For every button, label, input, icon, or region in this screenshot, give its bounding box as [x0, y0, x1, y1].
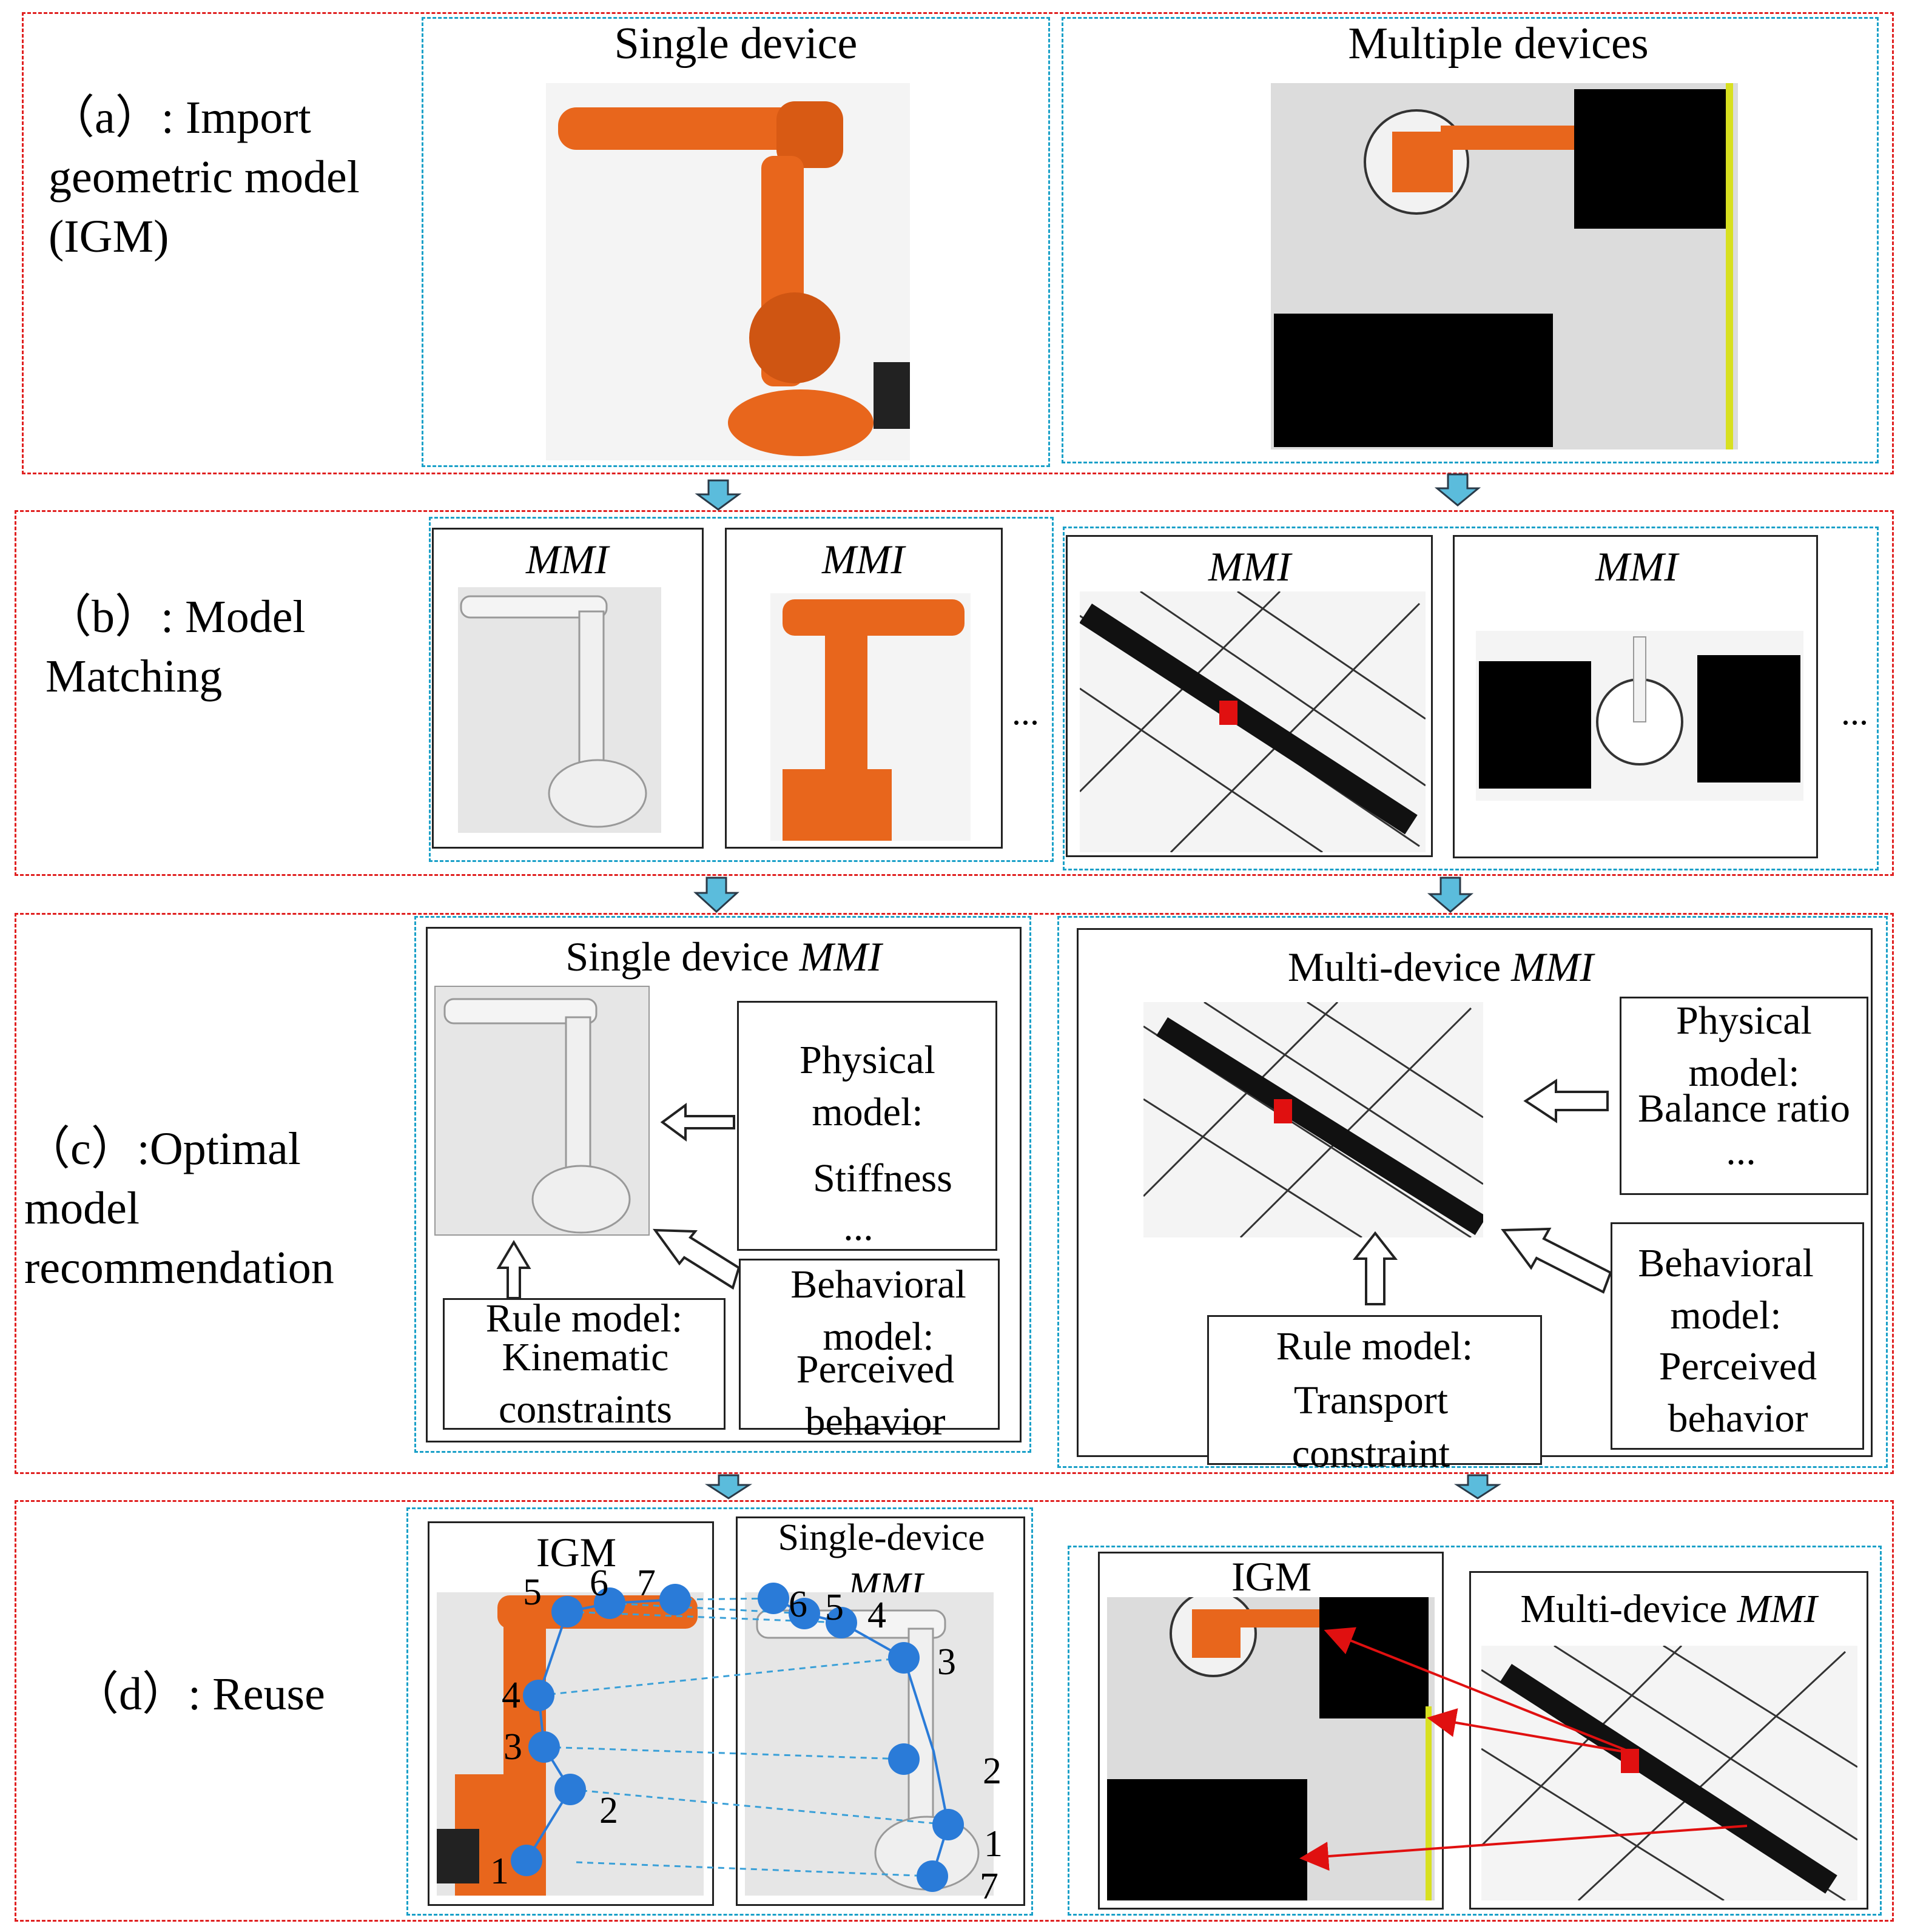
multi-behavioral-model-box [1611, 1222, 1864, 1450]
multi-mmi-conveyor-image [1143, 1002, 1483, 1237]
mmi-label: MMI [526, 536, 608, 582]
multi-physical-model-box [1620, 997, 1868, 1195]
multi-physical-model-ellipsis: ... [1726, 1129, 1756, 1173]
joint-number-left-3: 3 [503, 1726, 522, 1768]
single-rule-model-value: Kinematic constraints [499, 1335, 672, 1432]
row-c-label: （c）:Optimal model recommendation [24, 1123, 334, 1293]
single-physical-model-box [737, 1001, 997, 1251]
joint-number-right-3: 3 [937, 1641, 956, 1683]
row-a-multi-device-title: Multiple devices [1348, 19, 1649, 69]
joint-number-right-6: 6 [789, 1584, 807, 1625]
single-igm-label: IGM [536, 1529, 617, 1575]
joint-number-right-1: 1 [984, 1823, 1003, 1865]
row-c-frame [15, 913, 1894, 1474]
row-b-multi-frame [1063, 527, 1879, 870]
joint-number-left-1: 1 [490, 1851, 509, 1892]
row-a-single-device-frame [422, 17, 1050, 467]
multi-device-mmi-reuse-label-plain: Multi-device [1520, 1587, 1737, 1631]
mmi-candidate-2: MMI [725, 528, 1003, 849]
multi-behavioral-model-label: Behavioral model: [1638, 1241, 1814, 1338]
single-behavioral-model-label: Behavioral model: [790, 1262, 966, 1359]
joint-number-left-2: 2 [599, 1790, 618, 1831]
mmi-candidate-1: MMI [432, 528, 704, 849]
single-behavioral-model-box [739, 1259, 1000, 1430]
mmi-white-robot-image [458, 587, 661, 833]
row-a-multi-device-frame [1062, 17, 1879, 463]
single-device-mmi-title: Single device MMI [426, 933, 1022, 981]
multi-physical-model-label: Physical model: [1676, 998, 1812, 1095]
row-a-label: （a）: Import geometric model (IGM) [49, 92, 360, 262]
multi-device-mmi-title-plain: Multi-device [1287, 944, 1512, 990]
multi-igm-label: IGM [1231, 1553, 1312, 1600]
joint-number-left-4: 4 [502, 1675, 520, 1716]
mmi-candidate-3: MMI [1066, 535, 1433, 857]
single-igm-robot-image [437, 1592, 704, 1896]
joint-number-right-4: 4 [867, 1595, 886, 1636]
mmi-side-by-side-layout-image [1476, 631, 1803, 801]
mmi-candidate-4: MMI [1453, 535, 1818, 858]
row-a-frame [22, 12, 1894, 474]
joint-number-left-5: 5 [523, 1572, 542, 1613]
single-physical-model-label: Physical model: [800, 1038, 935, 1134]
mmi-orange-robot-image [770, 593, 971, 841]
row-b-multi-ellipsis: ... [1841, 692, 1868, 732]
single-rule-model-label: Rule model: [485, 1296, 683, 1341]
single-mmi-robot-image [434, 986, 650, 1236]
single-device-mmi-title-italic: MMI [799, 934, 882, 980]
row-b-label: （b）: Model Matching [45, 591, 306, 702]
mmi-label: MMI [1208, 544, 1291, 590]
row-d-label: （d）: Reuse [73, 1669, 325, 1720]
multi-mmi-reuse-conveyor-image [1481, 1646, 1857, 1900]
row-d-frame [15, 1500, 1894, 1922]
mmi-conveyor-grid-image [1080, 591, 1426, 852]
multi-rule-model-label: Rule model: [1276, 1324, 1473, 1368]
mmi-label: MMI [822, 536, 904, 582]
multi-igm-layout-image [1107, 1597, 1435, 1900]
single-rule-model-box [443, 1298, 726, 1430]
multi-device-mmi-title-italic: MMI [1511, 944, 1594, 990]
row-c-single-frame [414, 916, 1031, 1453]
joint-number-left-7: 7 [637, 1563, 656, 1604]
joint-number-right-2: 2 [983, 1751, 1002, 1792]
multi-rule-model-value: Transport constraint [1291, 1378, 1450, 1476]
single-physical-model-value: Stiffness [813, 1156, 952, 1200]
multi-device-mmi-reuse-label: Multi-device MMI [1469, 1586, 1868, 1632]
single-robot-image [546, 83, 910, 460]
mmi-label: MMI [1595, 544, 1678, 590]
single-behavioral-model-value: Perceived behavior [796, 1347, 955, 1444]
row-c-multi-frame [1057, 916, 1888, 1468]
multi-physical-model-value: Balance ratio [1638, 1086, 1850, 1131]
row-a-single-device-title: Single device [614, 19, 858, 69]
row-d-single-frame [406, 1507, 1033, 1916]
joint-number-right-7: 7 [980, 1866, 998, 1907]
multi-rule-model-box [1207, 1315, 1542, 1465]
multi-device-mmi-reuse-label-italic: MMI [1737, 1587, 1817, 1631]
row-b-single-frame [429, 517, 1054, 862]
row-d-multi-frame [1068, 1546, 1882, 1916]
single-device-mmi-title-plain: Single device [565, 934, 800, 980]
joint-number-right-5: 5 [825, 1587, 844, 1628]
single-physical-model-ellipsis: ... [843, 1205, 874, 1249]
multi-device-mmi-title: Multi-device MMI [1077, 943, 1805, 991]
multi-device-layout-image [1271, 83, 1738, 449]
row-b-single-ellipsis: ... [1012, 692, 1039, 732]
row-b-frame [15, 510, 1894, 876]
multi-behavioral-model-value: Perceived behavior [1658, 1344, 1817, 1441]
single-device-mmi-reuse-label: Single-device [778, 1517, 985, 1558]
joint-number-left-6: 6 [590, 1563, 608, 1604]
